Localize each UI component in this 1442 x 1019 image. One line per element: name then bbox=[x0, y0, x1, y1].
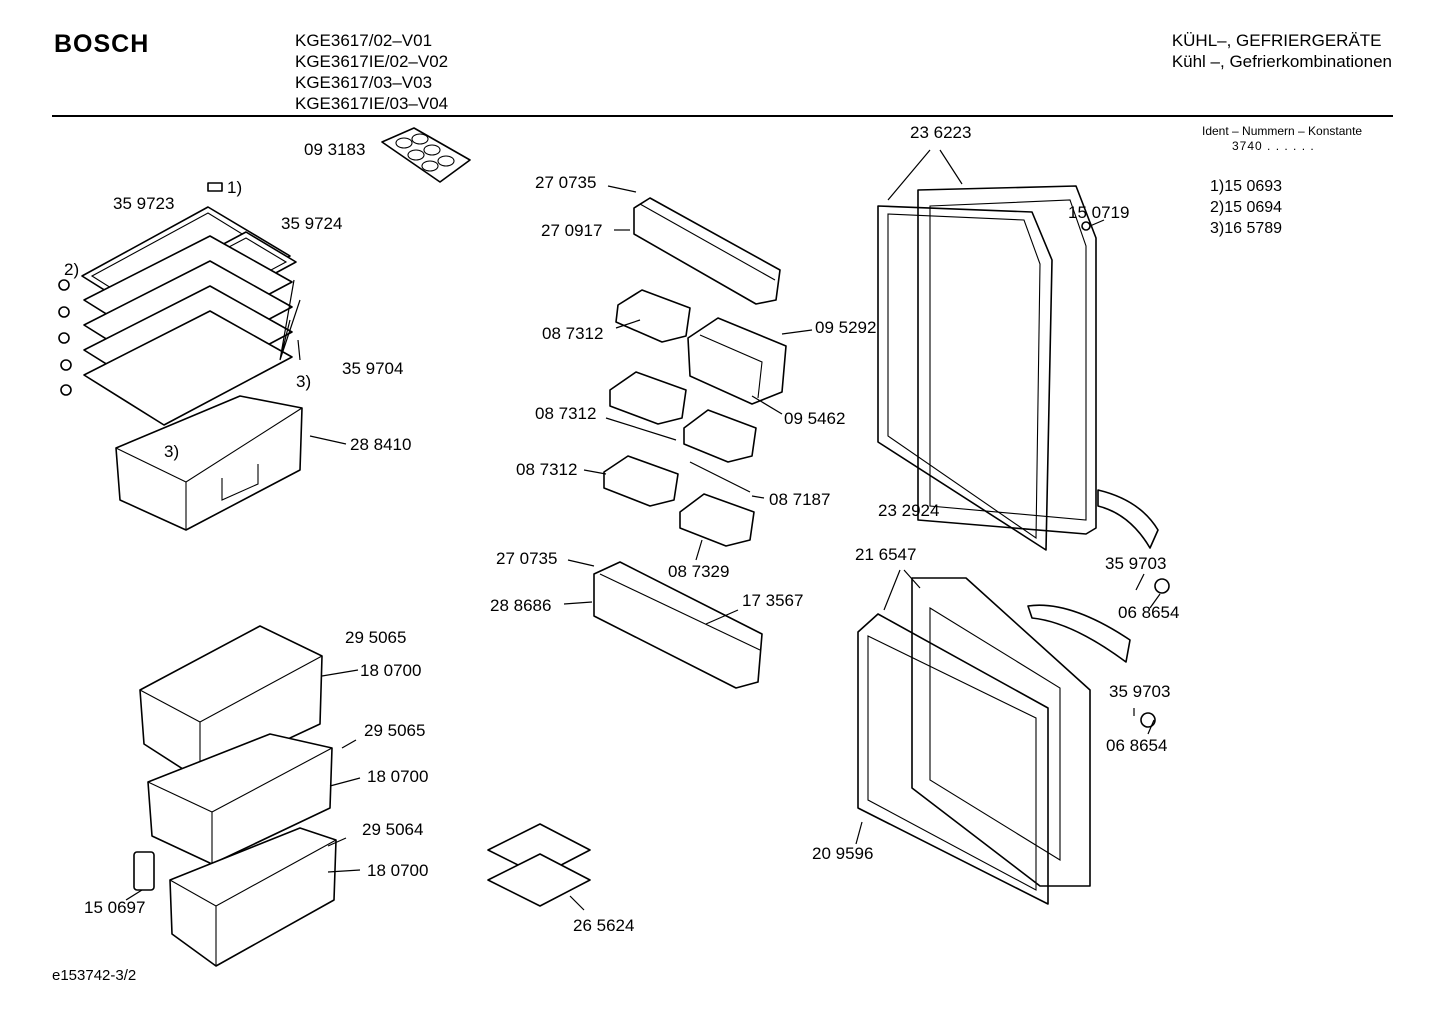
model-list: KGE3617/02–V01 KGE3617IE/02–V02 KGE3617/… bbox=[295, 30, 448, 114]
part-label-359723: 35 9723 bbox=[113, 194, 174, 213]
part-label-295064: 29 5064 bbox=[362, 820, 423, 839]
part-label-216547: 21 6547 bbox=[855, 545, 916, 564]
part-label-180700-a: 18 0700 bbox=[360, 661, 421, 680]
category-title: KÜHL–, GEFRIERGERÄTE Kühl –, Gefrierkomb… bbox=[1172, 30, 1392, 72]
drawer-3 bbox=[169, 827, 337, 967]
small-rack-2 bbox=[609, 371, 687, 425]
bottle-rack-top bbox=[633, 197, 781, 305]
part-label-295065-b: 29 5065 bbox=[364, 721, 425, 740]
category-line-2: Kühl –, Gefrierkombinationen bbox=[1171, 52, 1392, 71]
ref-label-2: 2) bbox=[64, 260, 79, 279]
ref-label-3b: 3) bbox=[164, 442, 179, 461]
drawer-2 bbox=[147, 733, 333, 865]
part-label-270735-b: 27 0735 bbox=[496, 549, 557, 568]
shelf-stack bbox=[83, 235, 293, 426]
ice-packs bbox=[487, 823, 591, 907]
small-rack-5 bbox=[679, 493, 755, 547]
handle-part bbox=[133, 851, 155, 891]
ident-block: Ident – Nummern – Konstante 3740 . . . .… bbox=[1202, 124, 1362, 154]
part-label-068654-a: 06 8654 bbox=[1118, 603, 1179, 622]
clip-part bbox=[207, 182, 223, 192]
part-label-236223: 23 6223 bbox=[910, 123, 971, 142]
ref-label-1: 1) bbox=[227, 178, 242, 197]
part-label-173567: 17 3567 bbox=[742, 591, 803, 610]
part-label-359703-a: 35 9703 bbox=[1105, 554, 1166, 573]
header-rule bbox=[52, 115, 1393, 117]
leader-lines bbox=[125, 149, 1161, 911]
part-label-295065-a: 29 5065 bbox=[345, 628, 406, 647]
wire-clip bbox=[689, 461, 751, 493]
part-label-180700-c: 18 0700 bbox=[367, 861, 428, 880]
part-label-087312-b: 08 7312 bbox=[535, 404, 596, 423]
part-label-209596: 20 9596 bbox=[812, 844, 873, 863]
model-line: KGE3617/03–V03 bbox=[295, 73, 433, 92]
brand-logo: BOSCH bbox=[54, 30, 150, 58]
fridge-door bbox=[917, 185, 1097, 535]
part-label-288686: 28 8686 bbox=[490, 596, 551, 615]
part-label-265624: 26 5624 bbox=[573, 916, 634, 935]
part-label-232924: 23 2924 bbox=[878, 501, 939, 520]
footnote-item: 2)15 0694 bbox=[1210, 199, 1283, 216]
freezer-door bbox=[911, 577, 1091, 887]
door-handle-bottom bbox=[1027, 604, 1131, 663]
footnote-item: 1)15 0693 bbox=[1210, 178, 1283, 195]
part-label-270735-a: 27 0735 bbox=[535, 173, 596, 192]
egg-tray bbox=[381, 127, 471, 183]
small-rack-1 bbox=[615, 289, 691, 343]
part-label-087329: 08 7329 bbox=[668, 562, 729, 581]
ident-constant: 3740 . . . . . . bbox=[1232, 139, 1315, 153]
footnote-list: 1)15 0693 2)15 0694 3)16 5789 bbox=[1210, 176, 1282, 239]
part-label-150719: 15 0719 bbox=[1068, 203, 1129, 222]
crisper-drawer bbox=[115, 395, 303, 531]
drawing-code: e153742-3/2 bbox=[52, 967, 137, 984]
model-line: KGE3617/02–V01 bbox=[295, 31, 433, 50]
part-label-288410: 28 8410 bbox=[350, 435, 411, 454]
model-line: KGE3617IE/02–V02 bbox=[295, 52, 449, 71]
part-label-095292: 09 5292 bbox=[815, 318, 876, 337]
part-label-087312-a: 08 7312 bbox=[542, 324, 603, 343]
part-label-068654-b: 06 8654 bbox=[1106, 736, 1167, 755]
category-line-1: KÜHL–, GEFRIERGERÄTE bbox=[1171, 31, 1382, 50]
part-label-095462: 09 5462 bbox=[784, 409, 845, 428]
part-label-359724: 35 9724 bbox=[281, 214, 342, 233]
footnote-item: 3)16 5789 bbox=[1210, 220, 1283, 237]
part-label-180700-b: 18 0700 bbox=[367, 767, 428, 786]
ident-label: Ident – Nummern – Konstante bbox=[1202, 124, 1363, 138]
part-label-270917: 27 0917 bbox=[541, 221, 602, 240]
dairy-compartment bbox=[687, 317, 787, 405]
part-labels: 09 3183 1) 35 9723 35 9724 2) 3) 35 9704… bbox=[64, 123, 1179, 935]
part-label-150697: 15 0697 bbox=[84, 898, 145, 917]
part-label-093183: 09 3183 bbox=[304, 140, 365, 159]
door-handle-top bbox=[1097, 489, 1159, 549]
ref-label-3a: 3) bbox=[296, 372, 311, 391]
part-label-359703-b: 35 9703 bbox=[1109, 682, 1170, 701]
model-line: KGE3617IE/03–V04 bbox=[295, 94, 449, 113]
shelf-clips bbox=[58, 279, 72, 396]
part-label-359704: 35 9704 bbox=[342, 359, 403, 378]
small-rack-3 bbox=[683, 409, 757, 463]
freezer-door-gasket bbox=[857, 613, 1049, 905]
part-label-087312-c: 08 7312 bbox=[516, 460, 577, 479]
part-label-087187: 08 7187 bbox=[769, 490, 830, 509]
bottle-rack-bottom bbox=[593, 561, 763, 689]
fridge-door-gasket bbox=[877, 205, 1053, 551]
hinge-screws bbox=[1081, 221, 1170, 728]
small-rack-4 bbox=[603, 455, 679, 507]
